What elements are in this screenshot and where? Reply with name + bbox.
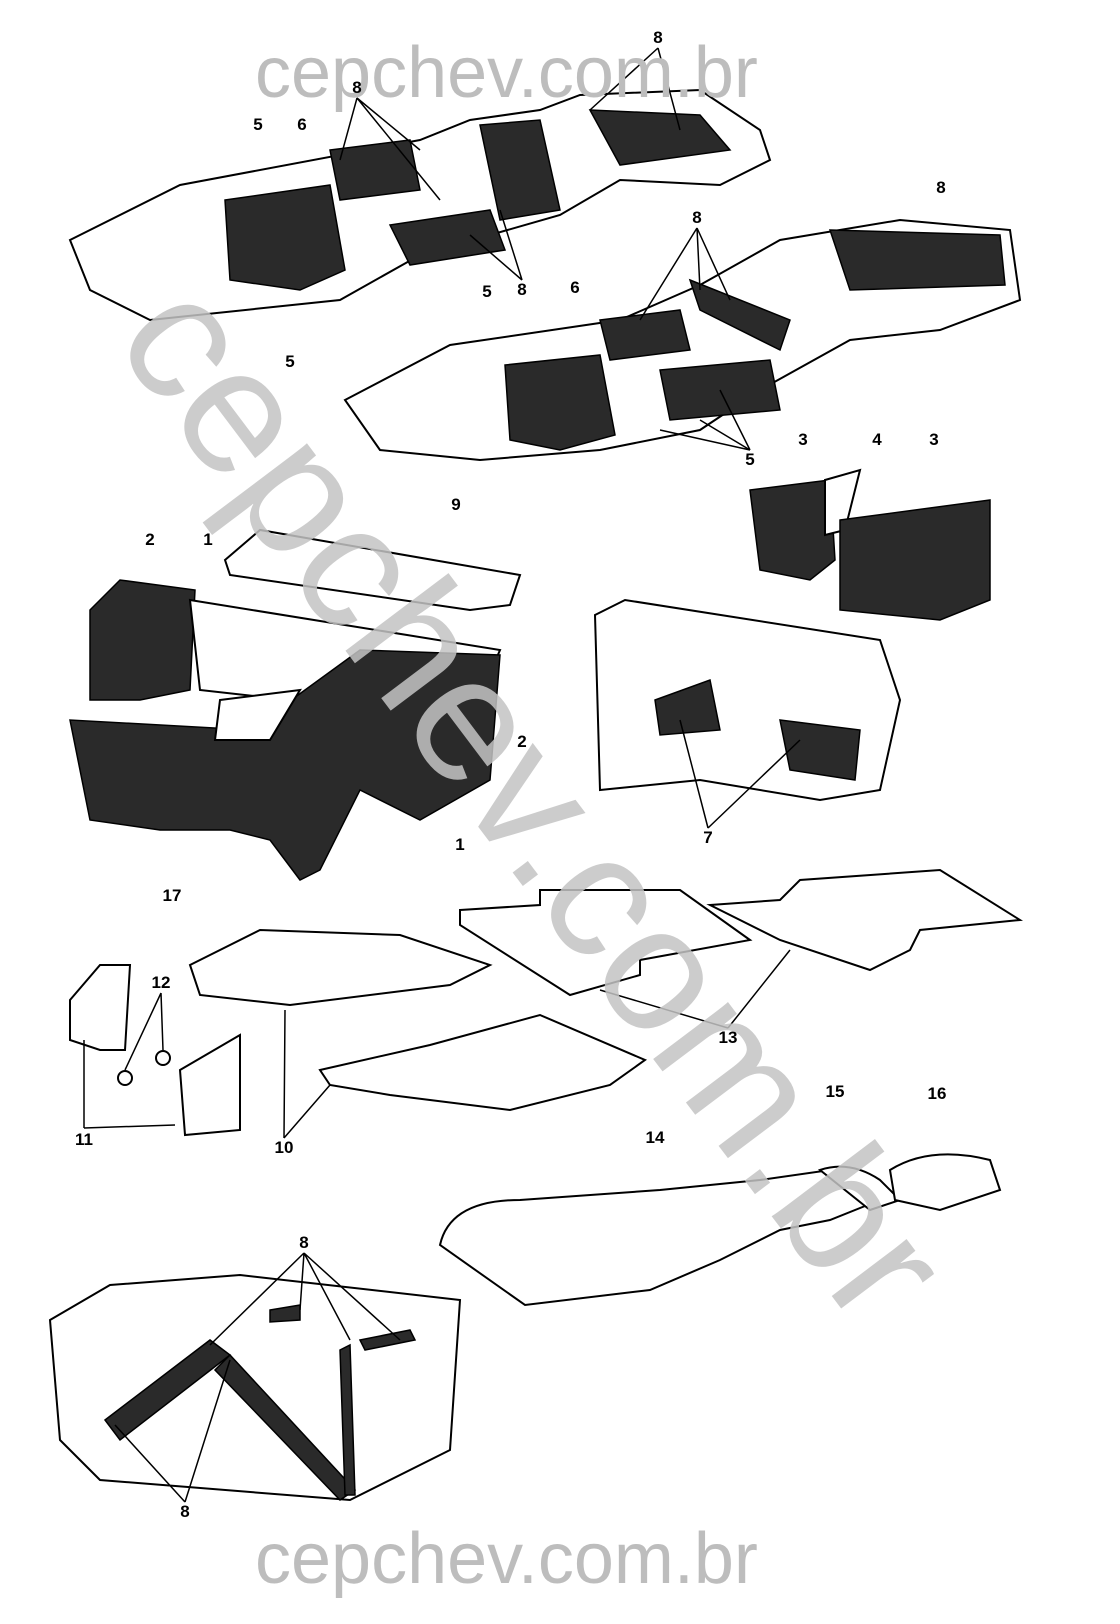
callout-label: 8 bbox=[517, 280, 527, 299]
callout-label: 8 bbox=[180, 1502, 190, 1521]
callout-label: 16 bbox=[927, 1084, 947, 1103]
callout-label: 8 bbox=[936, 178, 946, 197]
callout-label: 8 bbox=[299, 1233, 309, 1252]
callout-label: 10 bbox=[274, 1138, 294, 1157]
leader-lines bbox=[83, 47, 801, 1503]
callout-label: 3 bbox=[798, 430, 808, 449]
callout-label: 8 bbox=[352, 78, 362, 97]
callout-label: 2 bbox=[145, 530, 155, 549]
callout-label: 8 bbox=[692, 208, 702, 227]
callout-label: 5 bbox=[285, 352, 295, 371]
callout-label: 1 bbox=[203, 530, 213, 549]
callout-label: 6 bbox=[570, 278, 580, 297]
callout-label: 1 bbox=[455, 835, 465, 854]
floor-pads bbox=[188, 868, 1024, 1112]
callout-label: 15 bbox=[825, 1082, 845, 1101]
rear-floor-section bbox=[48, 1273, 462, 1502]
callout-label: 11 bbox=[75, 1130, 93, 1149]
side-panel-insulators bbox=[749, 468, 991, 621]
callout-label: 14 bbox=[645, 1128, 665, 1147]
engine-compartment bbox=[593, 598, 902, 802]
callout-label: 9 bbox=[451, 495, 461, 514]
tunnel-insulators bbox=[438, 1153, 1002, 1307]
callout-label: 5 bbox=[253, 115, 263, 134]
watermark-bottom: cepchev.com.br bbox=[255, 1519, 758, 1599]
callout-label: 5 bbox=[482, 282, 492, 301]
callout-label: 4 bbox=[872, 430, 882, 449]
callout-label: 8 bbox=[653, 28, 663, 47]
callout-label: 13 bbox=[718, 1028, 738, 1047]
callout-label: 2 bbox=[517, 732, 527, 751]
fastener-icon bbox=[155, 1050, 171, 1066]
callout-label: 12 bbox=[151, 973, 171, 992]
callout-label: 5 bbox=[745, 450, 755, 469]
callout-label: 3 bbox=[929, 430, 939, 449]
callout-label: 17 bbox=[162, 886, 182, 905]
callout-label: 7 bbox=[703, 828, 713, 847]
callout-label: 6 bbox=[297, 115, 307, 134]
kick-panels bbox=[69, 964, 241, 1137]
watermark-top: cepchev.com.br bbox=[255, 33, 758, 113]
dash-insulator-assembly bbox=[69, 528, 522, 881]
floor-pan-assembly-1 bbox=[68, 88, 772, 322]
fastener-icon bbox=[117, 1070, 133, 1086]
